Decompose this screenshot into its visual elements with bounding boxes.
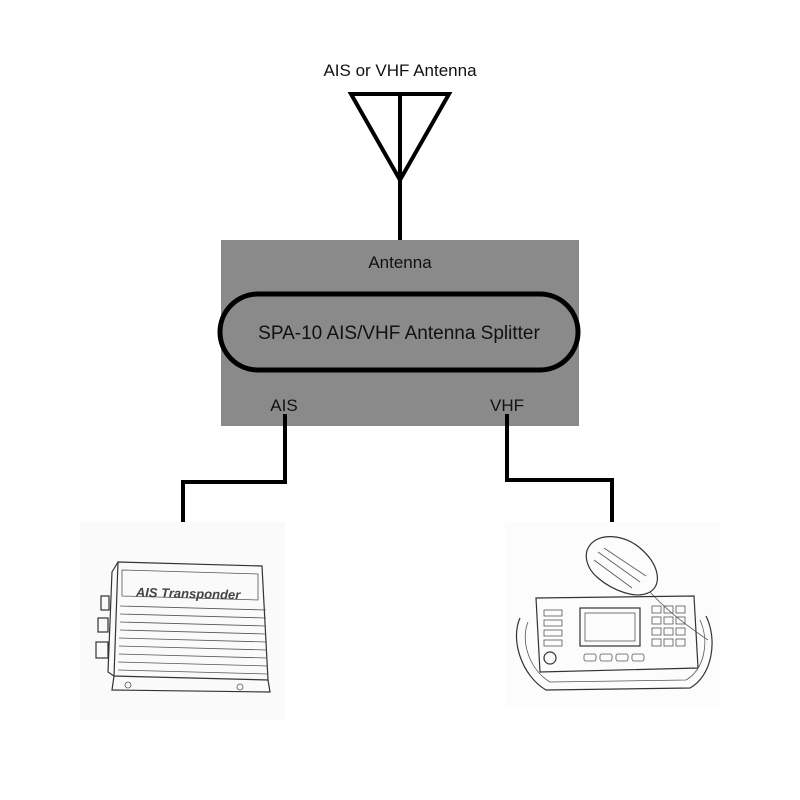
ais-transponder-icon: AIS Transponder [80, 522, 285, 720]
antenna-icon [347, 92, 453, 250]
antenna-port-label: Antenna [368, 253, 432, 272]
ais-cable [181, 414, 287, 523]
ais-port-label: AIS [270, 396, 297, 415]
splitter-title-pill [217, 291, 581, 373]
vhf-port-label: VHF [490, 396, 524, 415]
vhf-radio-icon [505, 522, 720, 708]
splitter-box [221, 240, 579, 426]
vhf-cable [505, 414, 614, 523]
splitter-title: SPA-10 AIS/VHF Antenna Splitter [258, 323, 540, 344]
antenna-label: AIS or VHF Antenna [323, 61, 477, 80]
ais-transponder-label: AIS Transponder [135, 585, 242, 603]
